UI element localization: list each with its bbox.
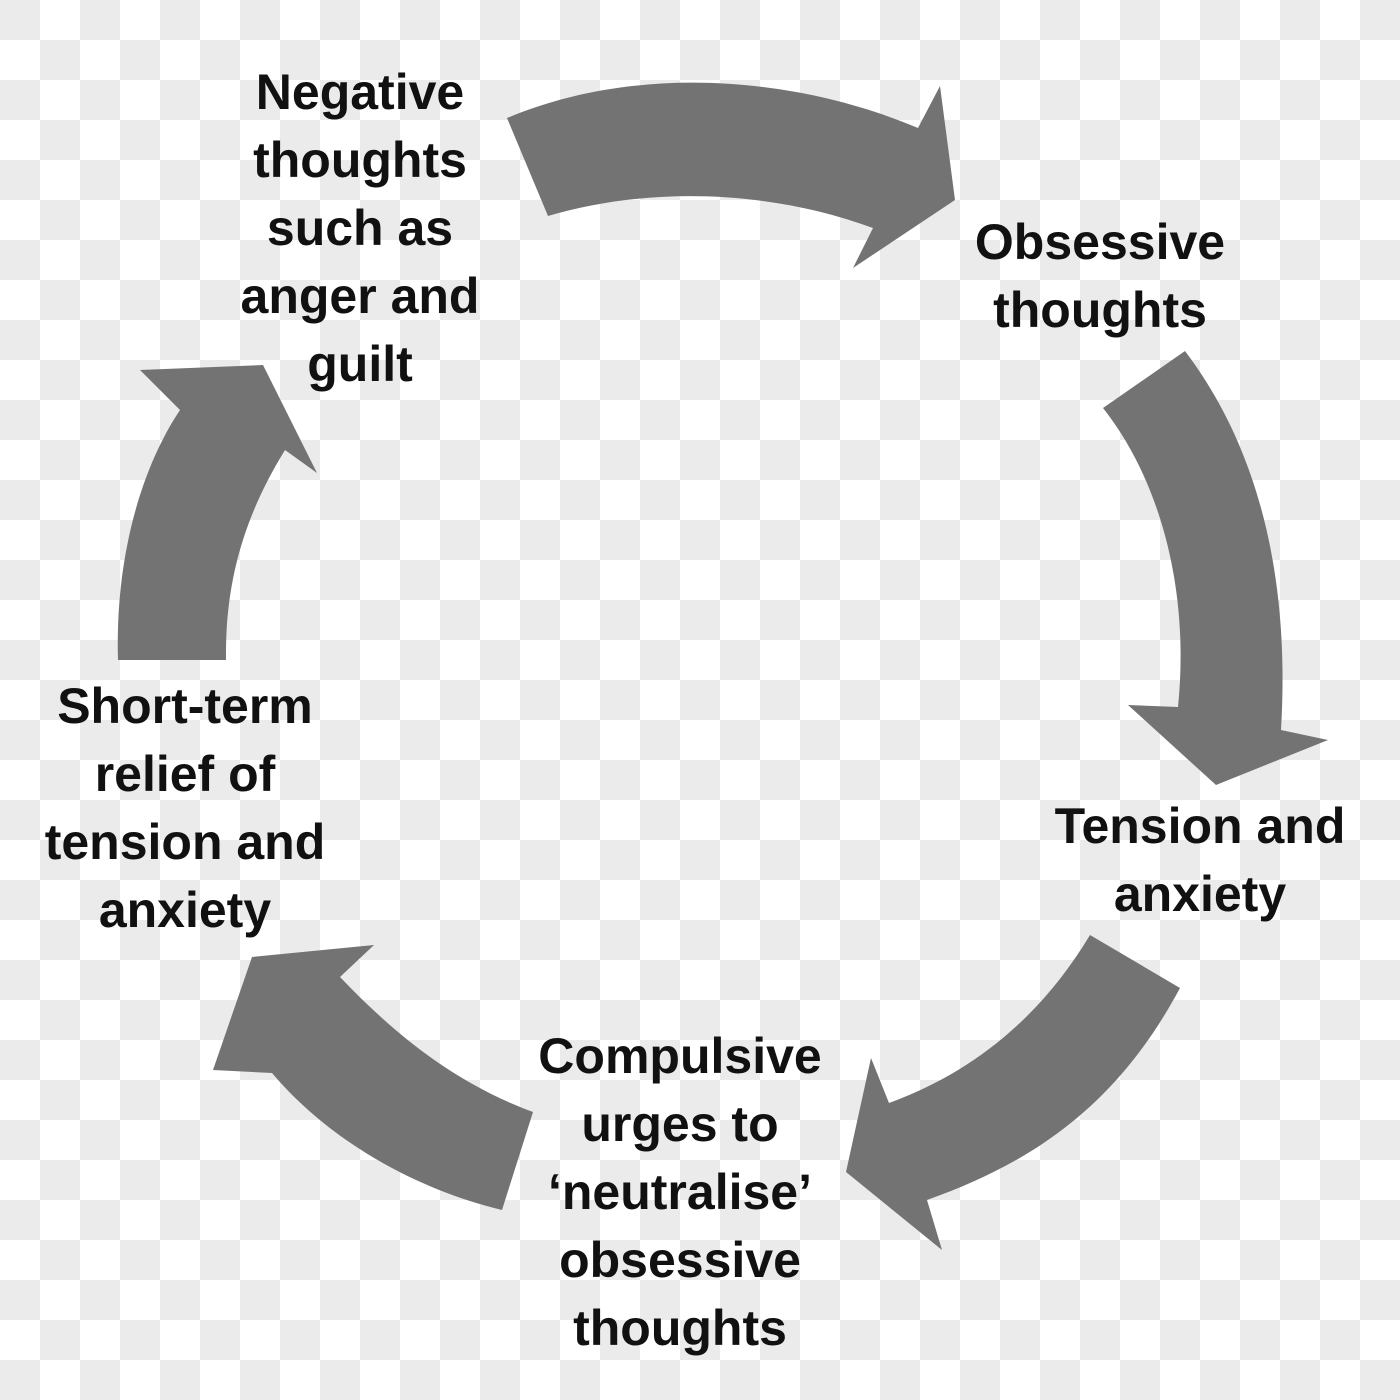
arrow-relief-to-negative	[117, 365, 317, 660]
node-negative-thoughts: Negative thoughts such as anger and guil…	[240, 64, 480, 392]
node-tension-anxiety: Tension and anxiety	[1054, 798, 1346, 922]
node-short-term-relief: Short-term relief of tension and anxiety	[44, 678, 326, 938]
arrow-tension-to-compulsive	[846, 935, 1180, 1250]
arrow-obsessive-to-tension	[1103, 351, 1328, 785]
arrow-compulsive-to-relief	[213, 945, 533, 1210]
arrow-negative-to-obsessive	[507, 82, 955, 268]
node-compulsive-urges: Compulsive urges to ‘neutralise’ obsessi…	[538, 1028, 822, 1356]
node-obsessive-thoughts: Obsessive thoughts	[974, 214, 1226, 338]
